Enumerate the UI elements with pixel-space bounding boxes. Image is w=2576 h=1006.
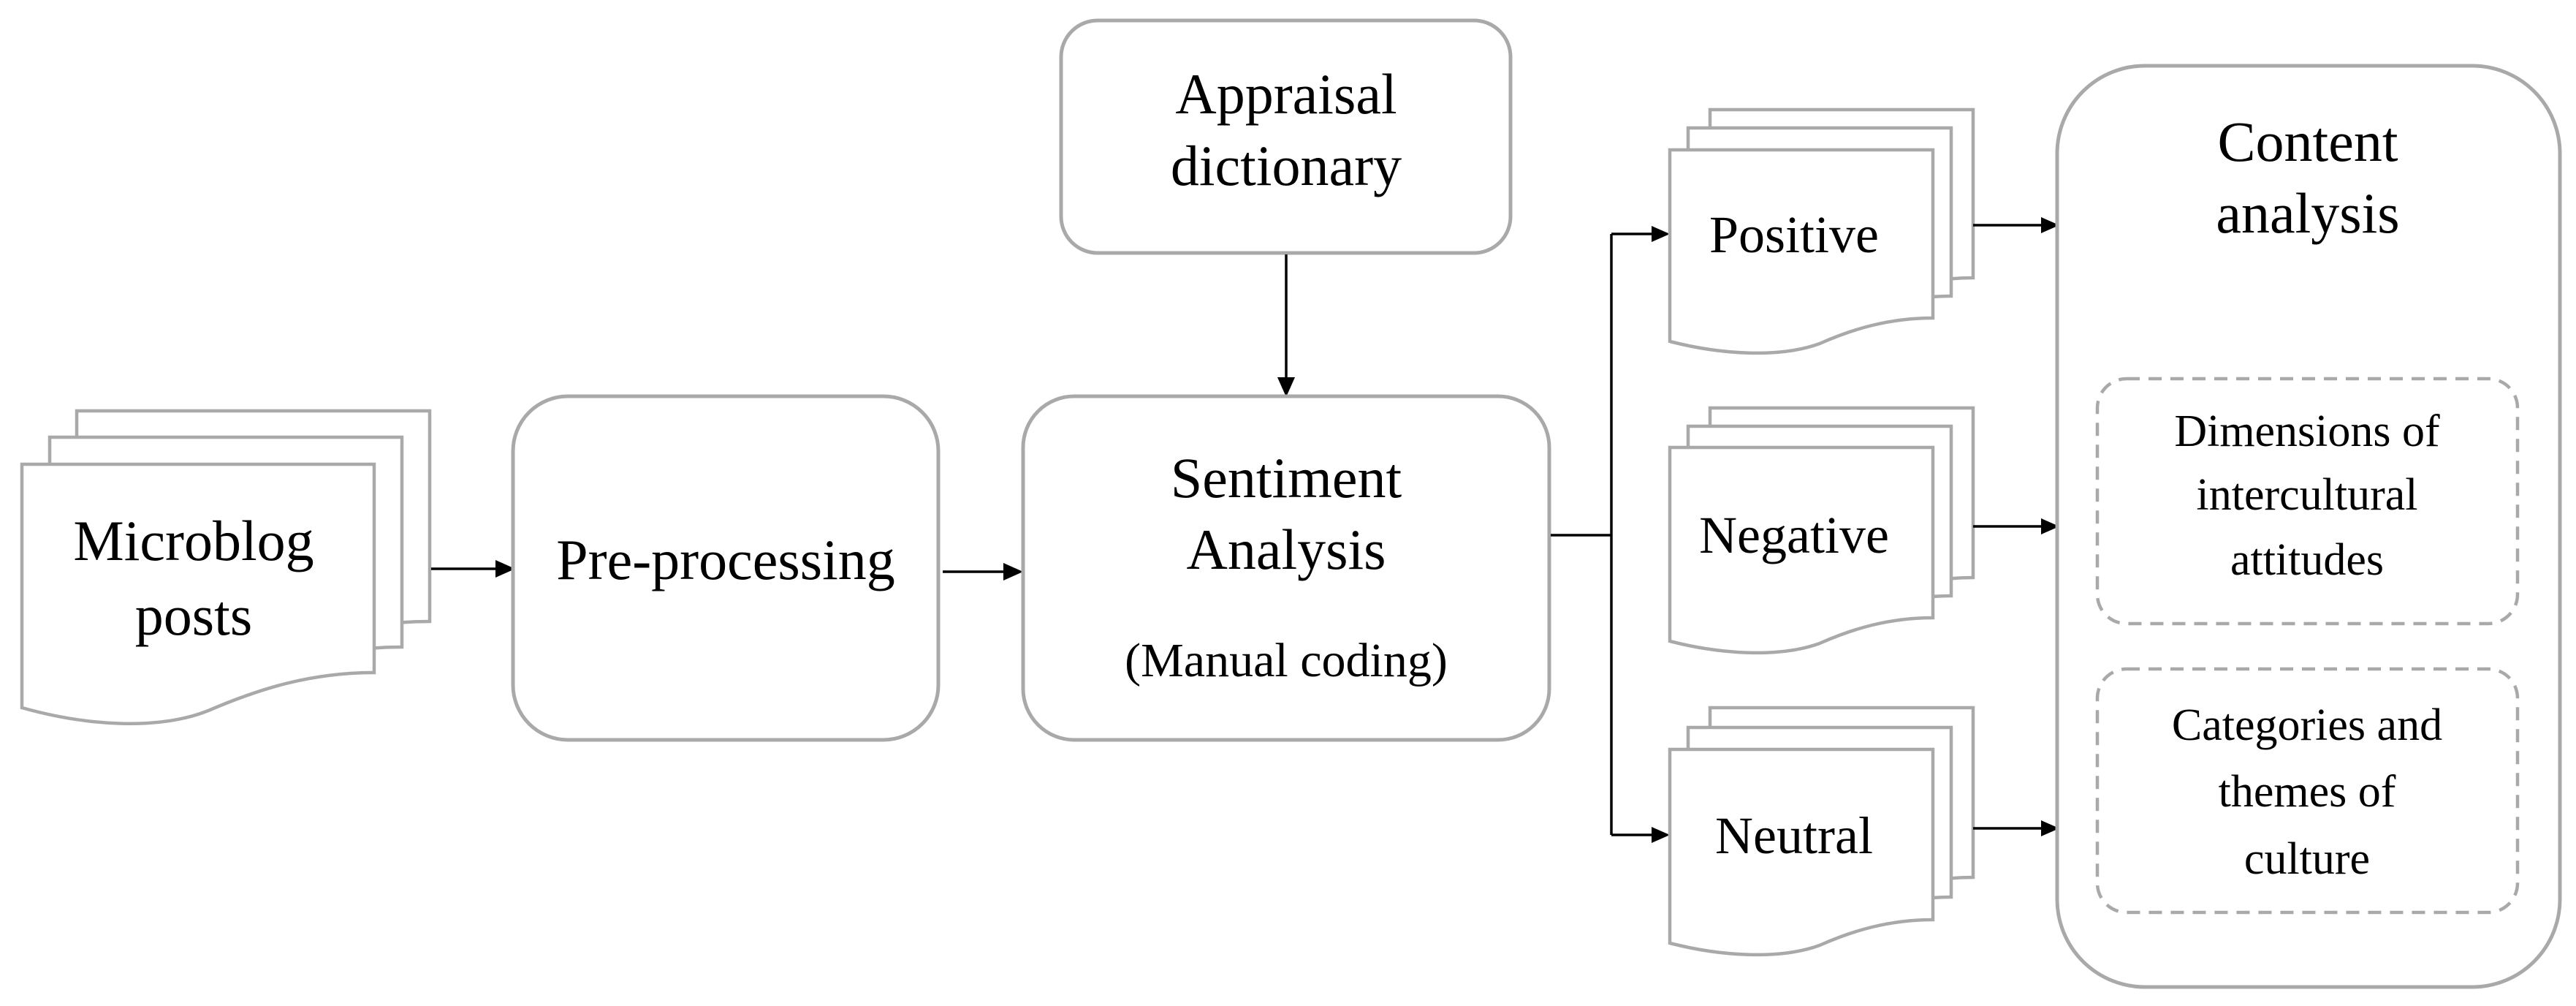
preprocessing-box bbox=[511, 394, 941, 742]
negative-label: Negative bbox=[1699, 506, 1889, 564]
sentiment-analysis-node: Sentiment Analysis (Manual coding) bbox=[1021, 394, 1551, 742]
arrow-negative-to-content bbox=[1973, 518, 2059, 534]
preprocessing-label: Pre-processing bbox=[556, 528, 895, 591]
sentiment-analysis-line2: Analysis bbox=[1187, 518, 1386, 581]
arrow-neutral-to-content bbox=[1973, 820, 2059, 836]
dimensions-line2: intercultural bbox=[2197, 470, 2418, 520]
sentiment-analysis-line1: Sentiment bbox=[1171, 446, 1402, 510]
negative-doc-stack: Negative bbox=[1668, 406, 1975, 655]
categories-box bbox=[2095, 667, 2520, 915]
doc-page-front bbox=[20, 462, 376, 725]
appraisal-dictionary-line2: dictionary bbox=[1171, 134, 1402, 197]
appraisal-dictionary-line1: Appraisal bbox=[1175, 62, 1397, 126]
doc-page-front bbox=[1668, 747, 1935, 957]
branch-connector bbox=[1551, 226, 1670, 843]
positive-label: Positive bbox=[1709, 205, 1879, 264]
sentiment-analysis-line3: (Manual coding) bbox=[1125, 634, 1448, 687]
neutral-doc-stack: Neutral bbox=[1668, 706, 1975, 957]
doc-page-front bbox=[1668, 445, 1935, 655]
content-analysis-node: Content analysis Dimensions of intercult… bbox=[2055, 64, 2562, 989]
arrow-preprocessing-to-sentiment bbox=[943, 563, 1023, 580]
categories-line2: themes of bbox=[2219, 767, 2396, 817]
appraisal-dictionary-node: Appraisal dictionary bbox=[1059, 18, 1513, 255]
sentiment-analysis-box bbox=[1021, 394, 1551, 742]
positive-doc-stack: Positive bbox=[1668, 107, 1975, 355]
doc-page-front bbox=[1668, 148, 1935, 355]
arrow-appraisal-to-sentiment bbox=[1277, 254, 1295, 397]
preprocessing-node: Pre-processing bbox=[511, 394, 941, 742]
microblog-posts-line2: posts bbox=[135, 583, 252, 647]
categories-line1: Categories and bbox=[2172, 700, 2442, 750]
content-analysis-line2: analysis bbox=[2216, 181, 2399, 245]
microblog-posts-doc-stack: Microblog posts bbox=[20, 409, 432, 725]
arrow-positive-to-content bbox=[1973, 217, 2059, 233]
microblog-posts-line1: Microblog bbox=[73, 509, 314, 572]
dimensions-line1: Dimensions of bbox=[2174, 406, 2440, 456]
arrow-microblog-to-preprocessing bbox=[431, 560, 515, 578]
appraisal-dictionary-box bbox=[1059, 18, 1513, 255]
dimensions-line3: attitudes bbox=[2230, 535, 2384, 585]
dimensions-box bbox=[2095, 377, 2520, 626]
content-analysis-line1: Content bbox=[2218, 110, 2398, 173]
neutral-label: Neutral bbox=[1715, 806, 1873, 865]
categories-line3: culture bbox=[2244, 834, 2370, 884]
